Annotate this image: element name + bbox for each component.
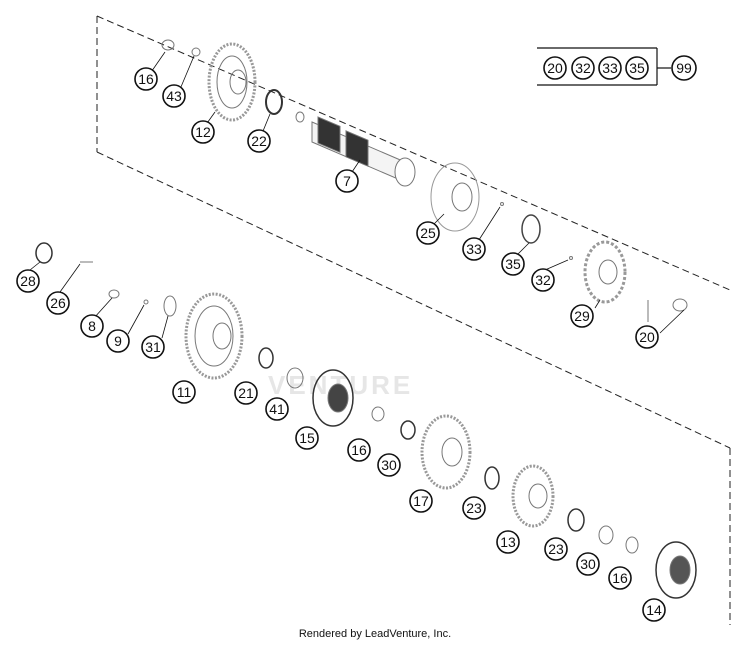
- svg-text:20: 20: [639, 329, 655, 345]
- svg-text:30: 30: [381, 457, 397, 473]
- footer-credit: Rendered by LeadVenture, Inc.: [298, 628, 452, 640]
- svg-text:11: 11: [177, 384, 192, 400]
- callout-kit-32: 32: [571, 56, 595, 80]
- svg-text:30: 30: [580, 556, 596, 572]
- callout-43: 43: [162, 84, 186, 108]
- callout-31: 31: [141, 335, 165, 359]
- svg-text:16: 16: [138, 71, 154, 87]
- gear-12-drawing: [207, 42, 257, 122]
- svg-text:35: 35: [505, 256, 521, 272]
- callout-29: 29: [570, 304, 594, 328]
- upper-parts: [161, 39, 688, 322]
- kit-callouts: 20 32 33 35 99: [543, 55, 697, 81]
- svg-text:7: 7: [343, 173, 351, 189]
- svg-text:21: 21: [238, 385, 254, 401]
- callout-16-lower: 16: [347, 438, 371, 462]
- callout-21: 21: [234, 381, 258, 405]
- callout-13: 13: [496, 530, 520, 554]
- svg-text:33: 33: [466, 241, 482, 257]
- callout-8: 8: [80, 314, 104, 338]
- svg-text:29: 29: [574, 308, 590, 324]
- svg-text:17: 17: [413, 493, 429, 509]
- callout-33: 33: [462, 237, 486, 261]
- callout-26: 26: [46, 291, 70, 315]
- svg-text:99: 99: [676, 60, 692, 76]
- upper-group-frame: [96, 15, 731, 291]
- lower-callouts: 28 26 8 9 31 11 21 41 15 16 30 17 23 13 …: [16, 269, 666, 622]
- svg-text:14: 14: [646, 602, 662, 618]
- callout-kit-35: 35: [625, 56, 649, 80]
- hub-15-drawing: [312, 369, 354, 427]
- svg-text:16: 16: [612, 570, 628, 586]
- lower-group-frame: [96, 151, 731, 625]
- lower-parts: [35, 242, 697, 599]
- shaft-7-drawing: [311, 116, 416, 187]
- svg-text:22: 22: [251, 133, 267, 149]
- svg-text:8: 8: [88, 318, 96, 334]
- callout-22: 22: [247, 129, 271, 153]
- svg-text:33: 33: [602, 60, 618, 76]
- svg-text:15: 15: [299, 430, 315, 446]
- svg-text:32: 32: [535, 272, 551, 288]
- svg-text:28: 28: [20, 273, 36, 289]
- callout-35: 35: [501, 252, 525, 276]
- svg-text:23: 23: [548, 541, 564, 557]
- callout-23-right: 23: [544, 537, 568, 561]
- svg-text:9: 9: [114, 333, 122, 349]
- gear-17-drawing: [420, 414, 472, 490]
- callout-17: 17: [409, 489, 433, 513]
- gear-13-drawing: [511, 464, 555, 528]
- svg-text:25: 25: [420, 225, 436, 241]
- callout-kit-99: 99: [671, 55, 697, 81]
- callout-23-lower: 23: [462, 496, 486, 520]
- callout-30-lower: 30: [377, 453, 401, 477]
- callout-14: 14: [642, 598, 666, 622]
- svg-text:31: 31: [145, 339, 161, 355]
- svg-text:26: 26: [50, 295, 66, 311]
- sprocket-29-drawing: [583, 240, 627, 304]
- svg-text:12: 12: [195, 124, 211, 140]
- callout-41: 41: [265, 397, 289, 421]
- svg-text:35: 35: [629, 60, 645, 76]
- callout-9: 9: [106, 329, 130, 353]
- svg-text:13: 13: [500, 534, 516, 550]
- svg-text:20: 20: [547, 60, 563, 76]
- callout-15: 15: [295, 426, 319, 450]
- svg-text:16: 16: [351, 442, 367, 458]
- callout-12: 12: [191, 120, 215, 144]
- callout-25: 25: [416, 221, 440, 245]
- callout-20: 20: [635, 325, 659, 349]
- callout-kit-20: 20: [543, 56, 567, 80]
- callout-11: 11: [172, 380, 196, 404]
- svg-text:23: 23: [466, 500, 482, 516]
- callout-kit-33: 33: [598, 56, 622, 80]
- upper-callouts: 16 43 12 22 7 25 33 35 32 29 20: [134, 67, 659, 349]
- callout-32: 32: [531, 268, 555, 292]
- svg-text:43: 43: [166, 88, 182, 104]
- leader-lines: [29, 51, 685, 339]
- kit-bracket: [537, 47, 671, 86]
- gear-11-drawing: [184, 292, 244, 380]
- callout-30-right: 30: [576, 552, 600, 576]
- callout-28: 28: [16, 269, 40, 293]
- hub-14-drawing: [655, 541, 697, 599]
- svg-text:32: 32: [575, 60, 591, 76]
- callout-7: 7: [335, 169, 359, 193]
- callout-16-upper: 16: [134, 67, 158, 91]
- callout-16-right: 16: [608, 566, 632, 590]
- svg-text:41: 41: [269, 401, 285, 417]
